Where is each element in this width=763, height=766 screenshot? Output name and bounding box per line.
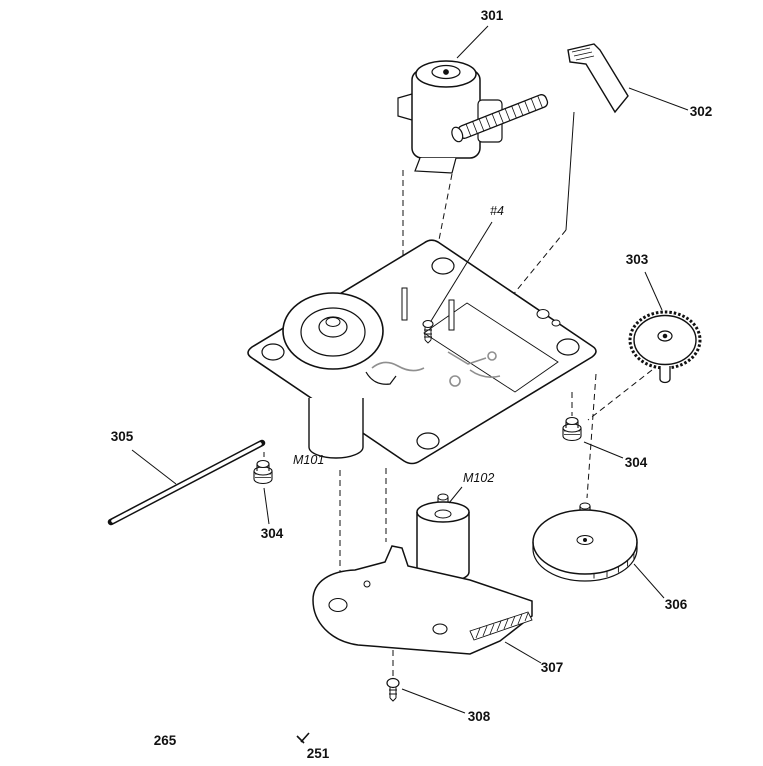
label-307: 307 [541,660,564,675]
assembly-guide-lines [263,111,653,676]
guide-post [401,287,408,321]
label-251: 251 [307,746,330,761]
shaft-305 [107,439,266,526]
corner-hole [416,432,440,450]
standoff-304-left [253,459,273,485]
base-plate-hatch-lines [475,612,529,639]
label-305: 305 [111,429,134,444]
guide-post [448,299,455,331]
base-plate-pin [363,580,371,588]
motor-foot [414,157,457,174]
bracket-hatching [571,47,595,61]
motor-bushing [434,509,452,519]
flywheel-rim-ticks [593,552,635,579]
motor-side-tab [397,93,413,121]
turntable-pulley [282,292,384,370]
label-304-right: 304 [625,455,648,470]
label-motor-m102: M102 [463,471,494,485]
label-304-left: 304 [261,526,284,541]
label-306: 306 [665,597,688,612]
base-plate-hole [328,597,348,613]
mechanism-detail-lines [371,351,501,387]
part-labels: 301 302 303 304 304 305 306 307 308 265 … [111,8,713,761]
flywheel-shaft-top [579,502,591,510]
flywheel-rim [532,542,638,582]
label-302: 302 [690,104,713,119]
standoff-304-right [562,416,582,442]
corner-hole [431,257,455,275]
label-308: 308 [468,709,491,724]
slot-hole [551,319,561,327]
motor-shaft-top [437,493,449,501]
slot-hole [536,309,550,319]
base-plate-307 [312,545,533,655]
screw-ref-4 [422,319,434,344]
bracket-302 [567,43,629,114]
label-motor-m101: M101 [293,453,324,467]
screw-251-tip [296,732,310,744]
sub-plate-outline [423,302,559,393]
worm-gear-shaft [451,94,549,143]
flywheel-center [583,538,587,542]
motor-m102-body [416,493,470,583]
motor-m101-body [308,398,364,459]
screw-308 [386,677,400,702]
motor-assembly-301 [397,60,549,174]
label-303: 303 [626,252,649,267]
corner-hole [556,338,580,356]
label-screw-ref-4: #4 [490,204,504,218]
base-plate-hole [432,623,448,635]
corner-hole [261,343,285,361]
gear-center [662,333,668,339]
gear-303 [628,310,702,384]
gear-shaft [659,366,671,384]
motor-cap-center [443,69,449,75]
label-301: 301 [481,8,504,23]
base-plate-hatch-band [469,611,533,641]
leader-lines [131,25,689,714]
lever-detail [365,371,397,385]
flywheel-306 [532,502,638,582]
label-265: 265 [154,733,177,748]
